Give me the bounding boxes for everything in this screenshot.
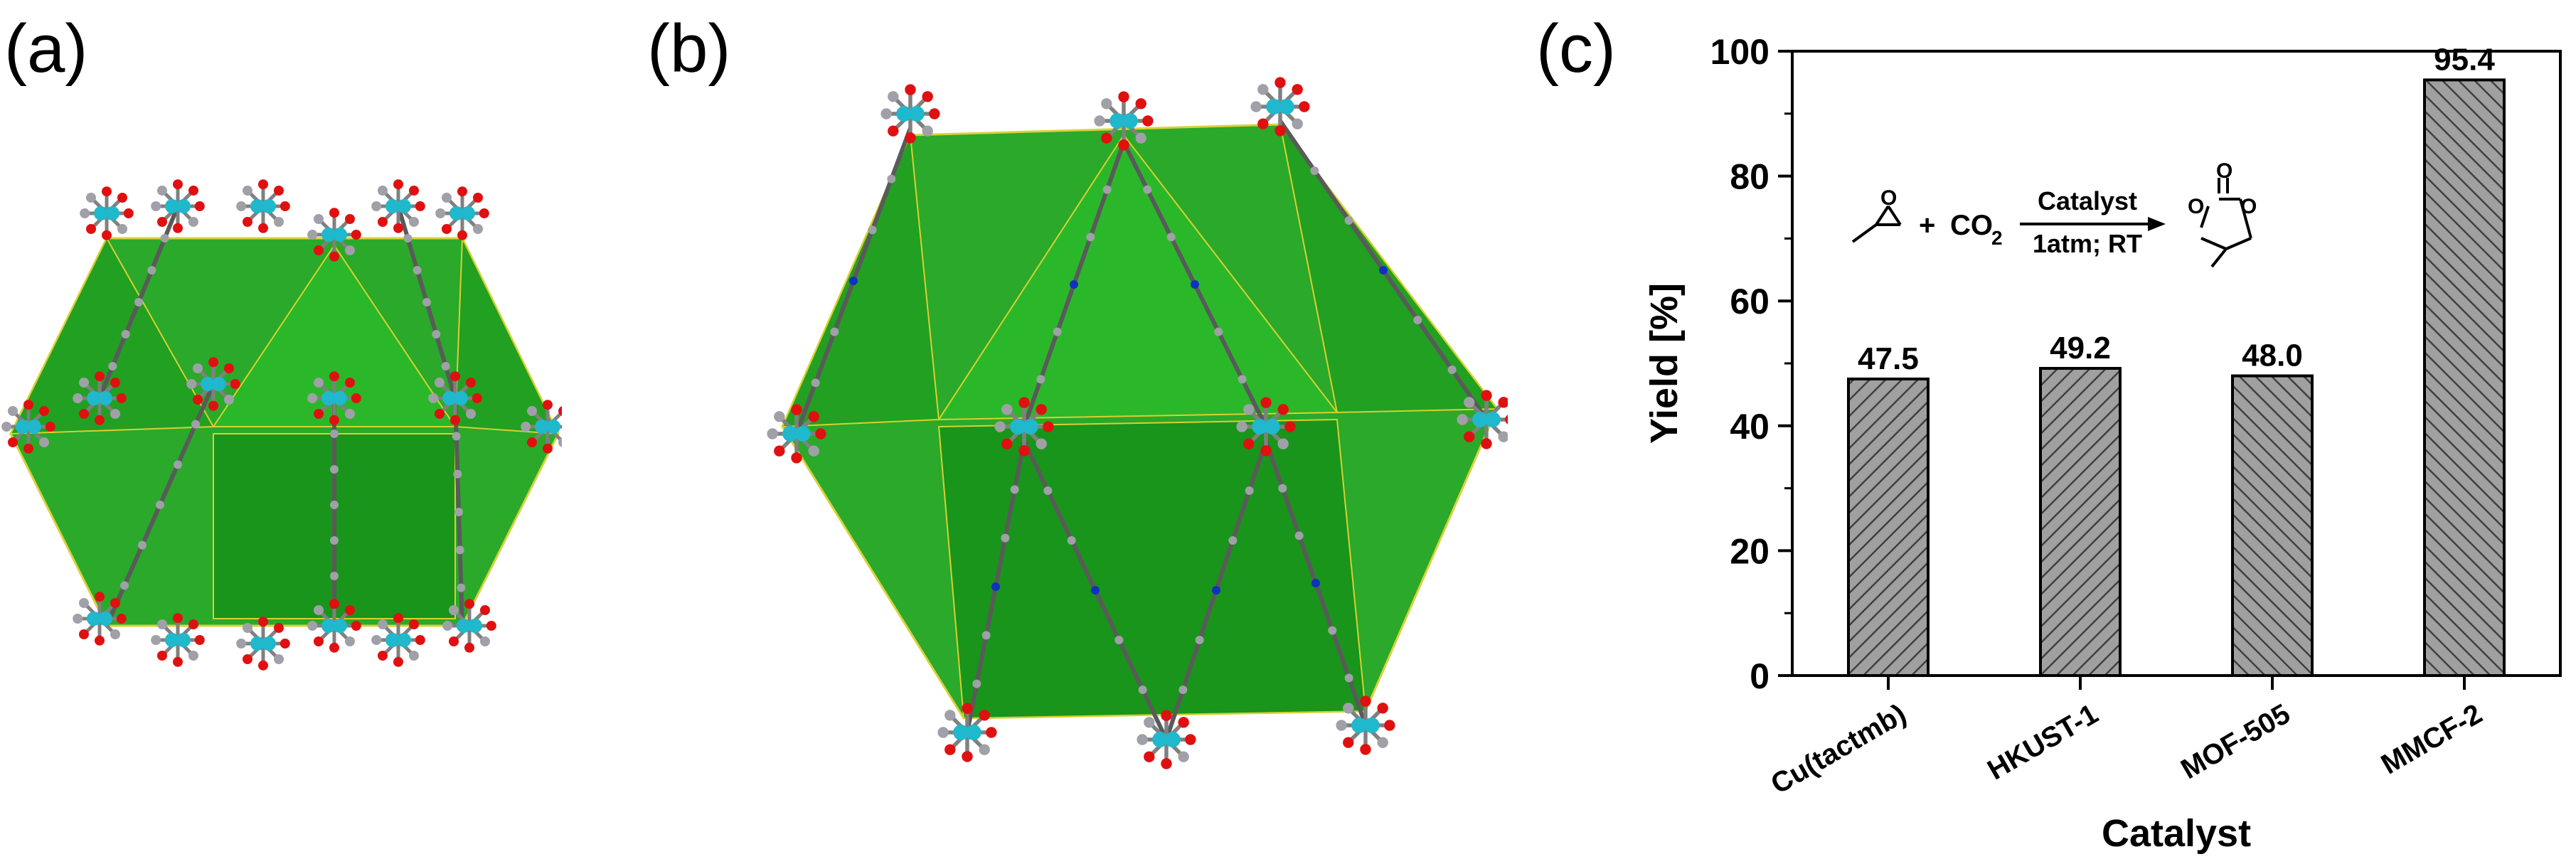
x-tick-label: MOF-505	[2176, 698, 2295, 786]
cu-paddlewheel-cluster	[307, 371, 361, 425]
bar-data-label: 95.4	[2434, 42, 2495, 77]
bar-data-label: 49.2	[2050, 331, 2111, 366]
panel-c: (c) O + CO 2 Catalyst	[1508, 0, 2576, 860]
cu-paddlewheel-cluster	[307, 599, 361, 653]
organic-linker	[794, 127, 912, 435]
cu-paddlewheel-cluster	[767, 404, 826, 464]
organic-linker	[1122, 141, 1268, 428]
y-axis-label: Yield [%]	[1643, 283, 1686, 444]
left-face	[781, 132, 940, 428]
cu-paddlewheel-cluster	[1, 400, 55, 454]
panel-b: (b)	[626, 0, 1516, 860]
reactant-co-subscript: 2	[1991, 227, 2003, 249]
x-tick-label: Cu(tactmb)	[1766, 698, 1912, 801]
organic-linker	[1278, 119, 1489, 421]
panel-a: (a)	[0, 0, 575, 860]
cu-paddlewheel-cluster	[80, 186, 134, 240]
cu-paddlewheel-cluster	[371, 613, 425, 667]
y-tick-label: 20	[1730, 531, 1769, 571]
reaction-arrowhead	[2148, 217, 2166, 231]
bar-data-label: 47.5	[1858, 341, 1919, 376]
cu-paddlewheel-cluster	[428, 371, 482, 425]
reaction-plus: +	[1919, 210, 1935, 241]
organic-linker	[1264, 440, 1368, 726]
cu-paddlewheel-cluster	[1137, 710, 1196, 769]
reactant-co: CO	[1950, 210, 1993, 241]
propylene-oxide-structure	[1851, 205, 1902, 243]
x-tick-label: HKUST-1	[1982, 698, 2103, 786]
mof-cage-structure-a	[1, 179, 575, 671]
y-tick-label: 0	[1750, 656, 1769, 696]
y-tick-label: 80	[1730, 157, 1769, 197]
mof-cage-structure-b	[767, 77, 1516, 769]
cu-paddlewheel-cluster	[994, 397, 1054, 457]
x-tick-label: MMCF-2	[2376, 698, 2488, 781]
catalyst-label: Catalyst	[2038, 186, 2137, 215]
organic-linker	[1022, 142, 1126, 427]
cu-paddlewheel-cluster	[151, 613, 205, 667]
cu-paddlewheel-cluster	[1094, 91, 1154, 151]
y-tick-label: 60	[1730, 282, 1769, 321]
condition-label: 1atm; RT	[2033, 229, 2142, 258]
cu-paddlewheel-cluster	[73, 592, 127, 646]
bar-mof-505	[2231, 374, 2314, 677]
cu-paddlewheel-cluster	[521, 400, 575, 454]
atom-clusters-b	[767, 77, 1516, 769]
front-square-face	[937, 418, 1367, 720]
reaction-scheme: O + CO 2 Catalyst 1atm; RT O O O	[1851, 159, 2257, 268]
organic-linker	[965, 440, 1026, 733]
cu-paddlewheel-cluster	[307, 208, 361, 262]
yield-bar-chart: O + CO 2 Catalyst 1atm; RT O O O 0 20 40 60…	[1643, 32, 2562, 855]
bar-cu-tactmb-	[1847, 377, 1930, 677]
organic-linker	[105, 383, 215, 627]
cyclic-carbonate-structure	[2200, 178, 2252, 268]
organic-linker	[1022, 439, 1169, 741]
cu-paddlewheel-cluster	[1236, 397, 1296, 457]
cu-paddlewheel-cluster	[73, 371, 127, 425]
cu-paddlewheel-cluster	[151, 179, 205, 233]
cu-paddlewheel-cluster	[1336, 695, 1395, 755]
cu-paddlewheel-cluster	[880, 84, 940, 144]
organic-linker	[452, 398, 466, 626]
epoxide-oxygen: O	[1880, 186, 1897, 210]
front-triangle-face	[937, 134, 1339, 421]
bar-hkust-1	[2039, 367, 2122, 677]
cu-paddlewheel-cluster	[371, 179, 425, 233]
chart-bars: 47.5 49.2 48.0 95.4	[1847, 42, 2506, 677]
organic-linker	[97, 205, 180, 400]
x-axis-label: Catalyst	[2102, 812, 2251, 855]
carbonate-oxygen-top: O	[2216, 159, 2232, 183]
cu-paddlewheel-cluster	[1457, 390, 1516, 449]
organic-linker	[396, 206, 457, 399]
organic-linker	[330, 398, 339, 612]
cu-paddlewheel-cluster	[435, 186, 489, 240]
panel-label-b: (b)	[647, 11, 731, 87]
upper-left-face	[9, 236, 215, 435]
cu-paddlewheel-cluster	[937, 703, 997, 762]
cu-paddlewheel-cluster	[442, 599, 496, 653]
panel-label-a: (a)	[4, 11, 88, 87]
cu-paddlewheel-cluster	[236, 617, 290, 671]
cu-paddlewheel-cluster	[236, 179, 290, 233]
y-tick-label: 100	[1710, 32, 1769, 72]
upper-right-face	[454, 238, 560, 435]
atom-clusters-a	[1, 179, 575, 671]
carbonate-oxygen-left: O	[2188, 195, 2204, 218]
carbonate-oxygen-right: O	[2240, 195, 2257, 218]
bar-mmcf-2	[2423, 78, 2506, 677]
panel-label-c: (c)	[1536, 11, 1616, 87]
y-tick-label: 40	[1730, 407, 1769, 447]
organic-linker	[1164, 440, 1268, 740]
bar-data-label: 48.0	[2242, 338, 2303, 373]
cu-paddlewheel-cluster	[186, 357, 240, 411]
cu-paddlewheel-cluster	[1250, 77, 1310, 137]
